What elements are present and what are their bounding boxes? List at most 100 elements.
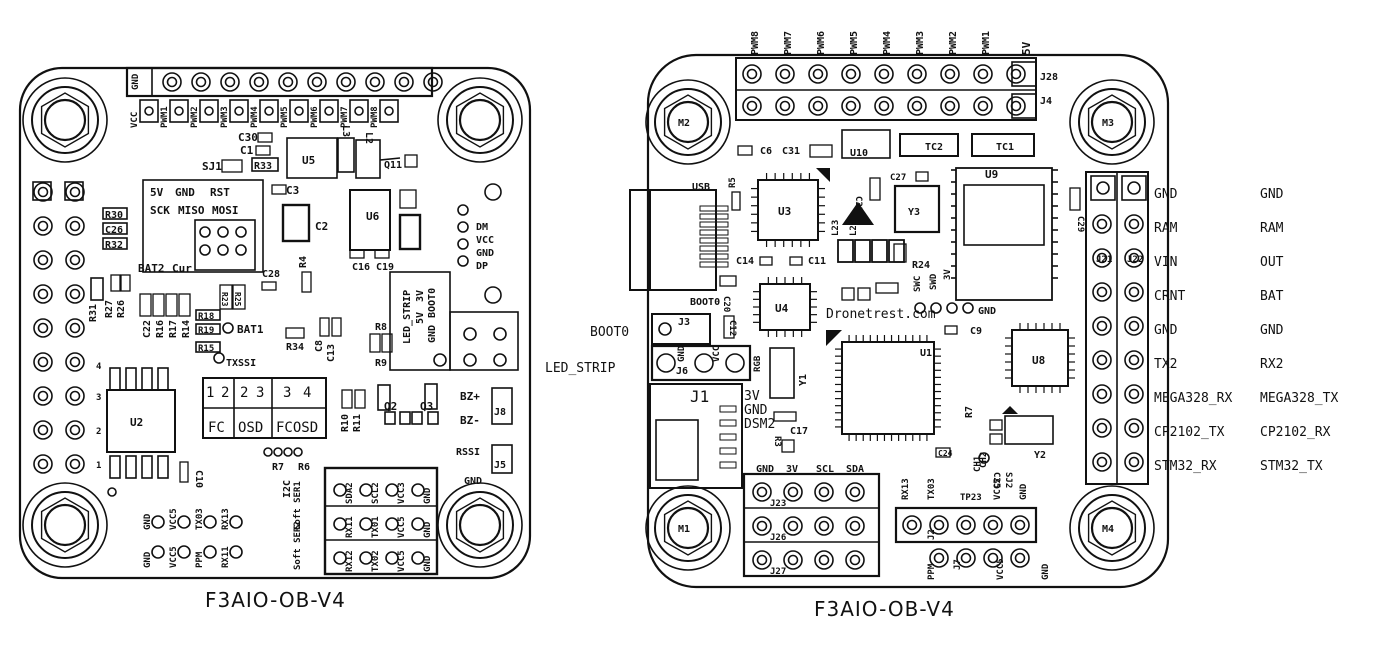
left-r19: R19 xyxy=(198,326,214,336)
right-j2-pad xyxy=(983,515,1003,535)
right-swd-pad xyxy=(930,302,942,314)
left-r-stack xyxy=(152,293,165,317)
right-r24-pad xyxy=(893,243,907,263)
left-r15-box xyxy=(195,341,221,353)
left-mount-tl-ring xyxy=(22,77,108,163)
right-c17-pad xyxy=(773,411,797,422)
left-q2-b xyxy=(384,411,396,425)
right-top-pad-a xyxy=(808,64,828,84)
left-bat1-dot xyxy=(222,322,234,334)
right-c9: C24 xyxy=(938,449,953,458)
left-top-pad-hole xyxy=(166,76,178,88)
left-mount-bl-bolt xyxy=(43,503,87,547)
right-c24b xyxy=(989,433,1003,445)
left-r16: R16 xyxy=(155,320,166,338)
left-c30: C30 xyxy=(238,131,258,144)
left-c28: C28 xyxy=(262,269,280,280)
left-i2c-pad xyxy=(411,517,425,531)
right-r5-pad xyxy=(731,191,741,211)
left-r11-pad xyxy=(354,389,366,409)
left-r25-pad xyxy=(232,284,246,310)
right-j23-block xyxy=(742,472,881,578)
right-usb-tab xyxy=(629,189,651,291)
left-u6 xyxy=(349,189,391,251)
left-edge-pad-a-hole xyxy=(37,322,49,334)
left-q2: Q2 xyxy=(384,400,397,413)
right-top-pad-b-hole xyxy=(911,100,923,112)
right-j1-pin xyxy=(719,433,737,441)
right-j23-pad xyxy=(845,516,865,536)
right-j23-pad-hole xyxy=(756,486,768,498)
right-pwm-label: PWM5 xyxy=(849,31,860,55)
right-j2-pad xyxy=(902,515,922,535)
right-mount-m1-ring xyxy=(645,485,731,571)
left-mount-br-ring xyxy=(437,482,523,568)
right-c31: C31 xyxy=(782,146,800,157)
right-5v-square-b xyxy=(1011,93,1037,119)
right-sm2 xyxy=(857,287,871,301)
right-j3-label: J3 xyxy=(678,317,690,328)
right-j21-pin: GND xyxy=(1154,323,1178,338)
right-top-pad-a-hole xyxy=(746,68,758,80)
right-j7-gnd: GND xyxy=(1041,563,1051,580)
left-c3: C3 xyxy=(286,184,299,197)
left-edge-pad-a xyxy=(33,318,53,338)
right-j2-pad xyxy=(1010,515,1030,535)
left-i2c-pad xyxy=(333,483,347,497)
right-c12-pad xyxy=(723,315,735,339)
right-j22-pad xyxy=(1124,418,1144,438)
right-j6-vcc: VCC xyxy=(712,346,722,362)
right-mount-m1-bolt xyxy=(666,506,710,550)
left-edge-pad-b-hole xyxy=(69,220,81,232)
left-c13-pad xyxy=(331,317,342,337)
left-c10: C10 xyxy=(193,470,204,488)
right-sj2-mark xyxy=(1002,406,1018,414)
left-c19-pad xyxy=(374,249,390,259)
right-tc2 xyxy=(899,133,959,157)
left-r6: R6 xyxy=(298,462,310,473)
right-j22-label: J22 xyxy=(1127,255,1143,265)
left-q3-b xyxy=(411,411,423,425)
left-mount-tl-washer xyxy=(31,86,99,154)
left-i2c-side: I2C xyxy=(282,480,293,498)
right-mount-m2-ring xyxy=(645,79,731,165)
left-isp-pin xyxy=(235,226,247,238)
left-q11: Q11 xyxy=(384,160,402,171)
right-pwm-label: PWM3 xyxy=(915,31,926,55)
left-ledstrip: LED_STRIP xyxy=(402,290,413,344)
right-u9-inner xyxy=(963,184,1045,246)
left-c16-pad xyxy=(349,249,365,259)
right-j22-square xyxy=(1121,175,1147,201)
left-j-fc: FC xyxy=(208,420,225,436)
right-u3 xyxy=(757,179,819,241)
right-pwm-label: PWM7 xyxy=(783,31,794,55)
left-bp-gnd2: GND xyxy=(143,551,153,568)
right-y1-box xyxy=(769,347,795,399)
right-c12: C12 xyxy=(727,320,737,336)
right-mount-m4-nut xyxy=(1087,500,1137,556)
right-5v-square-a xyxy=(1011,61,1037,87)
right-c27-pad xyxy=(915,171,929,182)
left-u2-pin xyxy=(141,367,153,391)
right-mount-m4-label: M4 xyxy=(1102,524,1114,535)
right-c17: C17 xyxy=(790,426,808,437)
left-j5-box xyxy=(491,444,513,474)
right-j7-ppm: PPM xyxy=(927,563,937,580)
left-edge-pad-b-hole xyxy=(69,254,81,266)
right-usb-pin xyxy=(699,253,729,260)
right-mount-m4-bolt xyxy=(1090,506,1134,550)
left-q11-lead xyxy=(379,157,401,161)
left-pwm-label: PWM6 xyxy=(310,106,320,128)
left-edge-pad-b-hole xyxy=(69,424,81,436)
left-bottom-pad xyxy=(229,515,243,529)
right-rgb: RGB xyxy=(753,355,763,372)
left-r34: R34 xyxy=(286,342,304,353)
left-r31-box xyxy=(90,277,104,301)
right-u3-mark xyxy=(816,168,830,182)
left-side-number: 4 xyxy=(96,362,102,372)
right-j23-head: 3V xyxy=(786,464,798,475)
right-r3: R3 xyxy=(772,436,782,447)
left-r27: R27 xyxy=(104,300,115,318)
left-cur: Cur xyxy=(172,262,192,275)
